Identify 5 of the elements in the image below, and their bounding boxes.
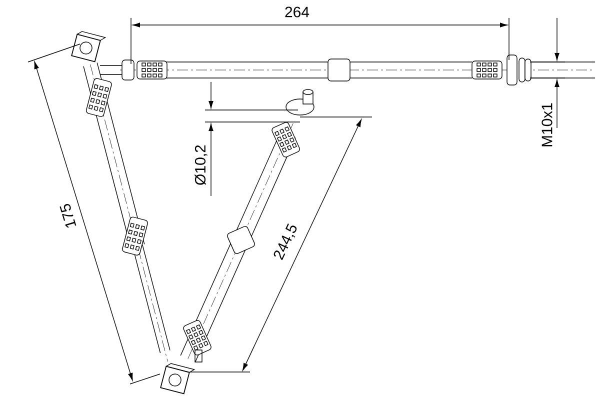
- dimension-label: 264: [285, 6, 310, 18]
- dimension-label: 244,5: [274, 224, 297, 260]
- dimension-label: 175: [60, 204, 76, 228]
- dimension-label: Ø10,2: [194, 145, 208, 185]
- dimension-label: M10x1: [542, 103, 552, 146]
